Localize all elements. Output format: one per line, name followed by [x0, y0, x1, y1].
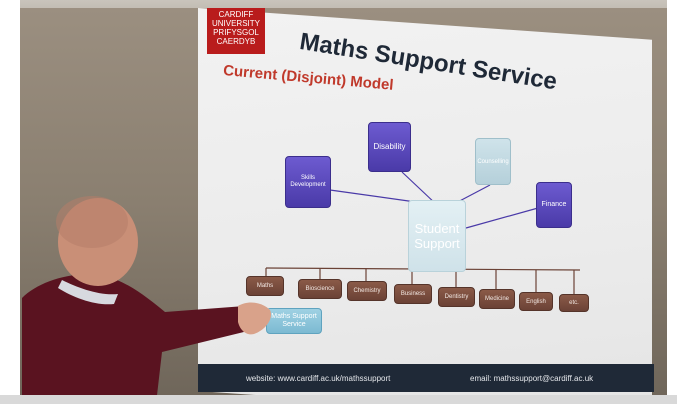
node-student-support: Student Support — [408, 200, 466, 272]
dept-business: Business — [394, 284, 432, 304]
node-disability: Disability — [368, 122, 411, 172]
dept-dentistry: Dentistry — [438, 287, 475, 307]
bottom-border — [0, 395, 677, 404]
connector-disability — [401, 171, 438, 206]
node-finance: Finance — [536, 182, 572, 228]
footer-email: email: mathssupport@cardiff.ac.uk — [470, 374, 594, 383]
presenter-sweater — [22, 274, 252, 404]
footer-website: website: www.cardiff.ac.uk/mathssupport — [246, 374, 391, 383]
logo-line: CARDIFF — [218, 10, 254, 19]
dept-medicine: Medicine — [479, 289, 515, 309]
node-maths-support-service: Maths Support Service — [266, 308, 322, 334]
dept-bioscience: Bioscience — [298, 279, 342, 299]
logo-line: CAERDYB — [216, 37, 256, 46]
presenter-collar — [58, 280, 118, 305]
dept-chemistry: Chemistry — [347, 281, 387, 301]
university-logo: CARDIFF UNIVERSITY PRIFYSGOL CAERDYB — [207, 8, 265, 54]
logo-line: UNIVERSITY — [211, 19, 260, 28]
presenter-hand — [238, 302, 272, 335]
logo-line: PRIFYSGOL — [213, 28, 259, 37]
dept-etc: etc. — [559, 294, 589, 312]
dept-english: English — [519, 292, 553, 311]
presenter-scalp — [56, 196, 128, 248]
connector-finance — [465, 207, 539, 229]
node-counselling: Counselling — [475, 138, 511, 185]
node-skills-development: Skills Development — [285, 156, 331, 208]
dept-maths: Maths — [246, 276, 284, 296]
slide-footer: website: www.cardiff.ac.uk/mathssupport … — [198, 364, 654, 392]
